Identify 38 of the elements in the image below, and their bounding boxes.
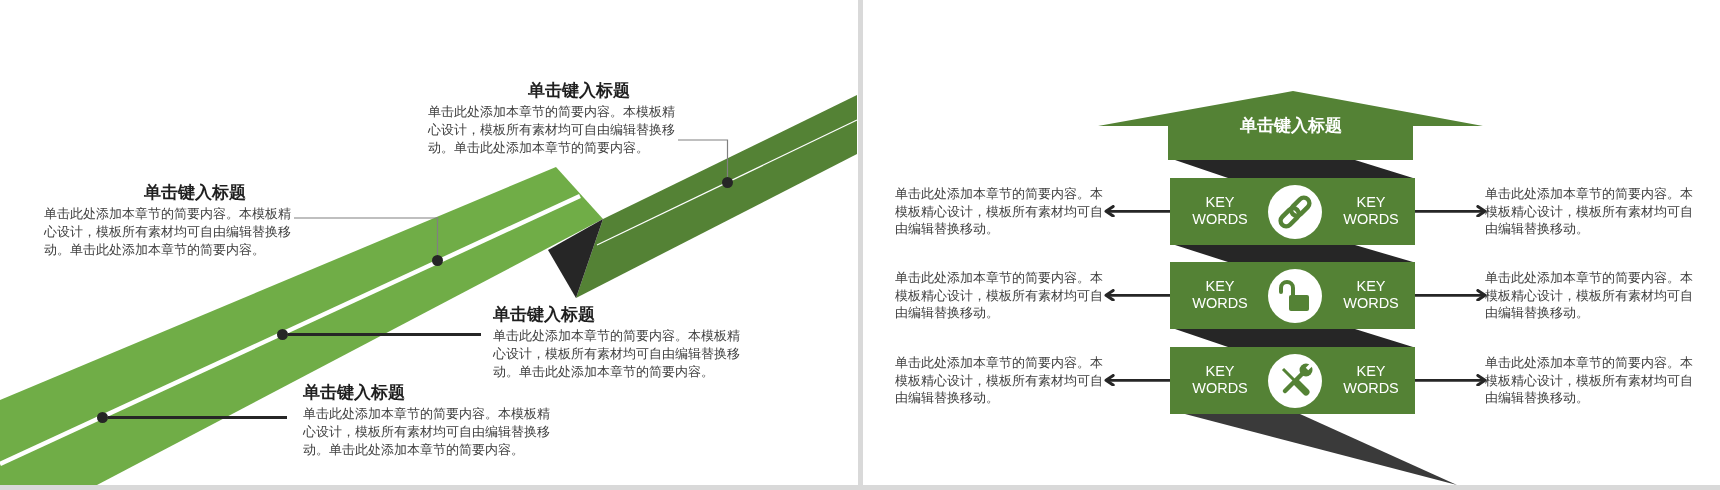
- leader-line: [293, 217, 439, 256]
- description-text: 单击此处添加本章节的简要内容。本模板精心设计，模板所有素材均可自由编辑替换移动。: [1485, 185, 1696, 238]
- description-text: 单击此处添加本章节的简要内容。本模板精心设计，模板所有素材均可自由编辑替换移动。: [895, 354, 1106, 407]
- callout-title: 单击键入标题: [528, 79, 630, 101]
- dot-icon: [277, 329, 288, 340]
- description-text: 单击此处添加本章节的简要内容。本模板精心设计，模板所有素材均可自由编辑替换移动。: [1485, 354, 1696, 407]
- callout-title: 单击键入标题: [144, 181, 246, 203]
- arrow: [1415, 289, 1487, 302]
- dot-icon: [97, 412, 108, 423]
- callout-title: 单击键入标题: [493, 303, 595, 325]
- keyword-band: [1170, 262, 1415, 329]
- keyword-band: [1170, 178, 1415, 245]
- keyword-label: KEY WORDS: [1192, 278, 1248, 312]
- description-text: 单击此处添加本章节的简要内容。本模板精心设计，模板所有素材均可自由编辑替换移动。: [895, 185, 1106, 238]
- keyword-label: KEY WORDS: [1343, 363, 1399, 397]
- dot-icon: [722, 177, 733, 188]
- description-text: 单击此处添加本章节的简要内容。本模板精心设计，模板所有素材均可自由编辑替换移动。: [895, 269, 1106, 322]
- dot-icon: [432, 255, 443, 266]
- description-text: 单击此处添加本章节的简要内容。本模板精心设计，模板所有素材均可自由编辑替换移动。: [1485, 269, 1696, 322]
- arrow: [1104, 374, 1170, 387]
- keyword-label: KEY WORDS: [1343, 194, 1399, 228]
- callout-title: 单击键入标题: [303, 381, 405, 403]
- callout-text: 单击此处添加本章节的简要内容。本模板精心设计，模板所有素材均可自由编辑替换移动。单击此处添加本章节的简要内容。: [303, 405, 551, 459]
- keyword-band: [1170, 347, 1415, 414]
- keyword-label: KEY WORDS: [1343, 278, 1399, 312]
- callout-text: 单击此处添加本章节的简要内容。本模板精心设计，模板所有素材均可自由编辑替换移动。单击此处添加本章节的简要内容。: [493, 327, 741, 381]
- keyword-label: KEY WORDS: [1192, 194, 1248, 228]
- arrow: [1415, 374, 1487, 387]
- leader-line: [108, 416, 287, 419]
- keyword-label: KEY WORDS: [1192, 363, 1248, 397]
- leader-line: [288, 333, 481, 336]
- arrow: [1104, 205, 1170, 218]
- banner-title: 单击键入标题: [1240, 114, 1342, 136]
- arrow: [1415, 205, 1487, 218]
- callout-text: 单击此处添加本章节的简要内容。本模板精心设计，模板所有素材均可自由编辑替换移动。单击此处添加本章节的简要内容。: [428, 103, 676, 157]
- leader-line: [677, 139, 729, 178]
- callout-text: 单击此处添加本章节的简要内容。本模板精心设计，模板所有素材均可自由编辑替换移动。单击此处添加本章节的简要内容。: [44, 205, 292, 259]
- arrow: [1104, 289, 1170, 302]
